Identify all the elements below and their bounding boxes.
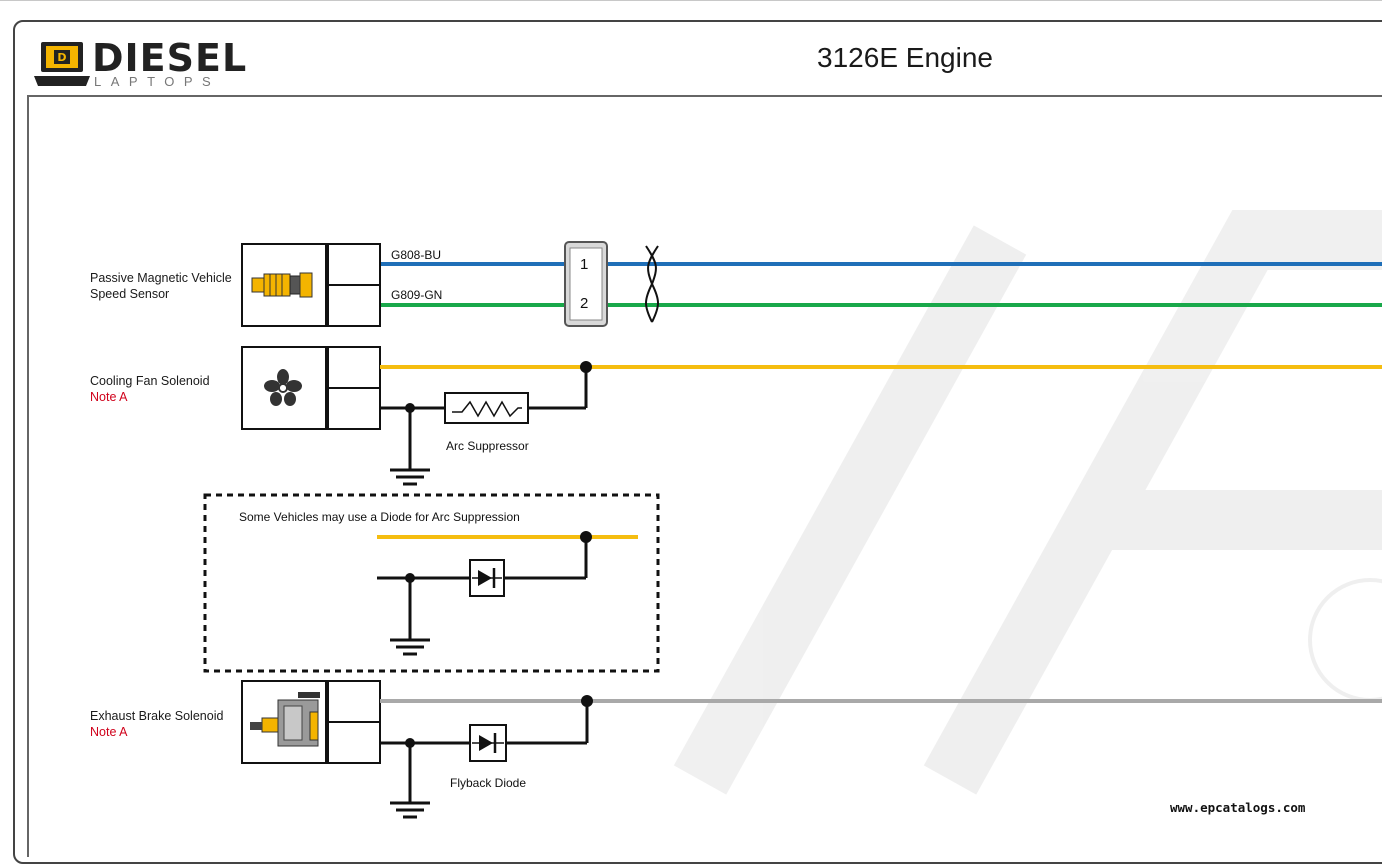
vss-label: Passive Magnetic Vehicle Speed Sensor bbox=[90, 270, 232, 302]
logo-subtitle: LAPTOPS bbox=[94, 74, 221, 89]
wire-label-g808: G808-BU bbox=[391, 248, 442, 262]
svg-text:D: D bbox=[57, 51, 66, 64]
flyback-diode-symbol bbox=[469, 724, 507, 762]
connector-2pin bbox=[564, 241, 608, 327]
connector-pin-2: 2 bbox=[580, 295, 589, 312]
vss-label-line1: Passive Magnetic Vehicle bbox=[90, 271, 232, 285]
junction-dot bbox=[405, 738, 415, 748]
logo-word: DIESEL bbox=[92, 36, 248, 80]
arc-suppressor-symbol bbox=[444, 392, 529, 424]
ground-symbol bbox=[390, 638, 430, 656]
laptop-logo-icon: D bbox=[34, 42, 90, 86]
flyback-diode-label: Flyback Diode bbox=[450, 776, 527, 790]
wiring-diagram bbox=[203, 210, 1382, 819]
page-title: 3126E Engine bbox=[817, 42, 993, 73]
junction-dot bbox=[580, 531, 592, 543]
arc-suppressor-label: Arc Suppressor bbox=[446, 439, 529, 453]
speed-sensor-icon bbox=[251, 272, 313, 298]
fan-label: Cooling Fan Solenoid Note A bbox=[90, 373, 210, 405]
junction-dot bbox=[581, 695, 593, 707]
exhaust-brake-solenoid-icon bbox=[250, 692, 320, 747]
junction-dot bbox=[405, 573, 415, 583]
vss-symbol-box bbox=[241, 243, 327, 327]
fan-note: Note A bbox=[90, 390, 128, 404]
watermark bbox=[673, 210, 1382, 795]
twisted-pair-icon bbox=[645, 245, 659, 323]
connector-pin-1: 1 bbox=[580, 256, 589, 273]
junction-dot bbox=[580, 361, 592, 373]
brake-note: Note A bbox=[90, 725, 128, 739]
fan-icon bbox=[264, 369, 302, 406]
diode-alternative-label: Some Vehicles may use a Diode for Arc Su… bbox=[239, 510, 520, 524]
brake-label: Exhaust Brake Solenoid Note A bbox=[90, 708, 223, 740]
top-border-line bbox=[0, 0, 1382, 1]
footer-url: www.epcatalogs.com bbox=[1170, 800, 1306, 815]
diesel-laptops-logo: D DIESEL LAPTOPS bbox=[32, 36, 252, 90]
brake-label-line1: Exhaust Brake Solenoid bbox=[90, 709, 224, 723]
fan-symbol-box bbox=[241, 346, 327, 430]
brake-symbol-box bbox=[241, 680, 327, 764]
diode-symbol bbox=[469, 559, 505, 597]
fan-label-line1: Cooling Fan Solenoid bbox=[90, 374, 210, 388]
ground-symbol bbox=[390, 468, 430, 486]
junction-dot bbox=[405, 403, 415, 413]
wire-label-g809: G809-GN bbox=[391, 288, 443, 302]
ground-symbol bbox=[390, 801, 430, 819]
diode-alternative-box bbox=[203, 493, 660, 673]
diagram-inner-frame bbox=[27, 95, 1382, 857]
vss-label-line2: Speed Sensor bbox=[90, 287, 170, 301]
